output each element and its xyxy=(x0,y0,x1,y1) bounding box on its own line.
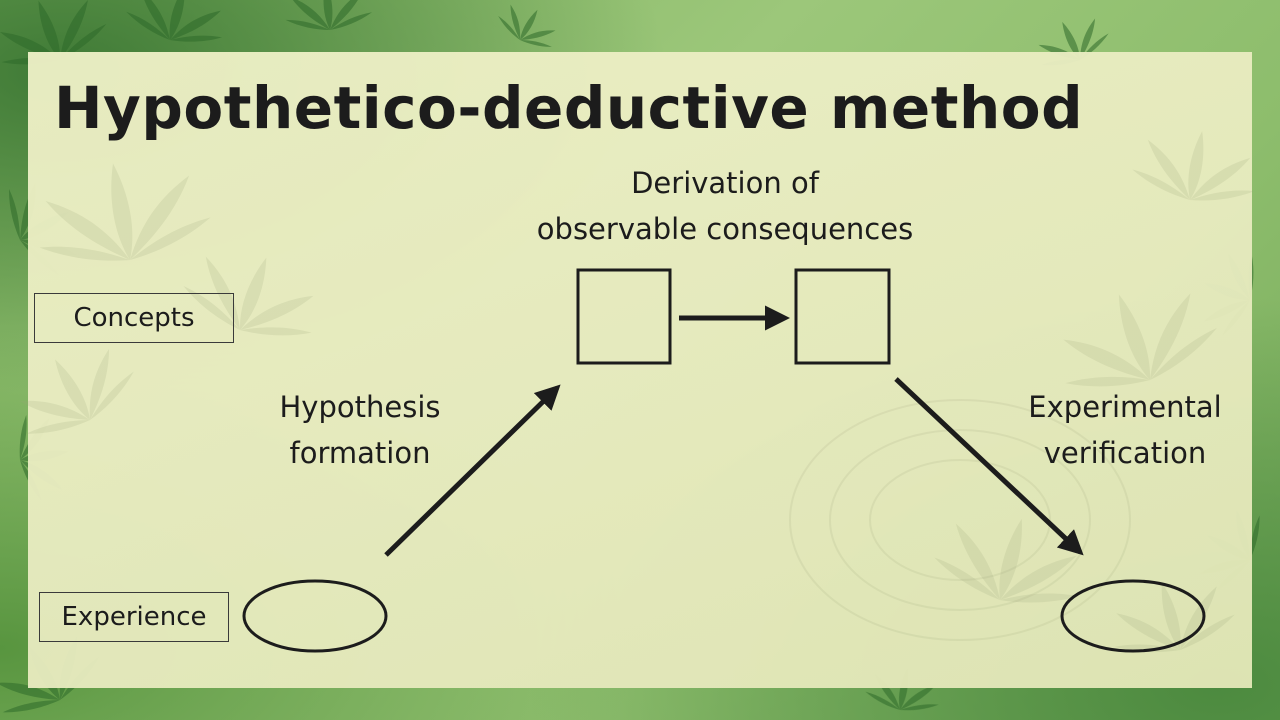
slide-title: Hypothetico-deductive method xyxy=(54,74,1084,142)
experience-ellipse xyxy=(242,579,388,653)
hypothesis-formation-arrow xyxy=(384,384,561,557)
hypothesis-label-line2: formation xyxy=(289,436,431,470)
experimental-verification-label: Experimental verification xyxy=(990,384,1260,476)
experience-level-box: Experience xyxy=(39,592,229,642)
concepts-level-box: Concepts xyxy=(34,293,234,343)
hypothesis-box xyxy=(576,268,672,365)
verification-ellipse xyxy=(1060,579,1206,653)
experimental-label-line1: Experimental xyxy=(1028,390,1222,424)
hypothesis-label-line1: Hypothesis xyxy=(279,390,441,424)
derivation-label-line1: Derivation of xyxy=(631,166,819,200)
experimental-label-line2: verification xyxy=(1043,436,1207,470)
derivation-label: Derivation of observable consequences xyxy=(470,160,980,252)
derivation-label-line2: observable consequences xyxy=(536,212,914,246)
experimental-verification-arrow xyxy=(894,377,1084,556)
hypothesis-formation-label: Hypothesis formation xyxy=(230,384,490,476)
slide-panel xyxy=(28,52,1252,688)
consequence-box xyxy=(794,268,891,365)
